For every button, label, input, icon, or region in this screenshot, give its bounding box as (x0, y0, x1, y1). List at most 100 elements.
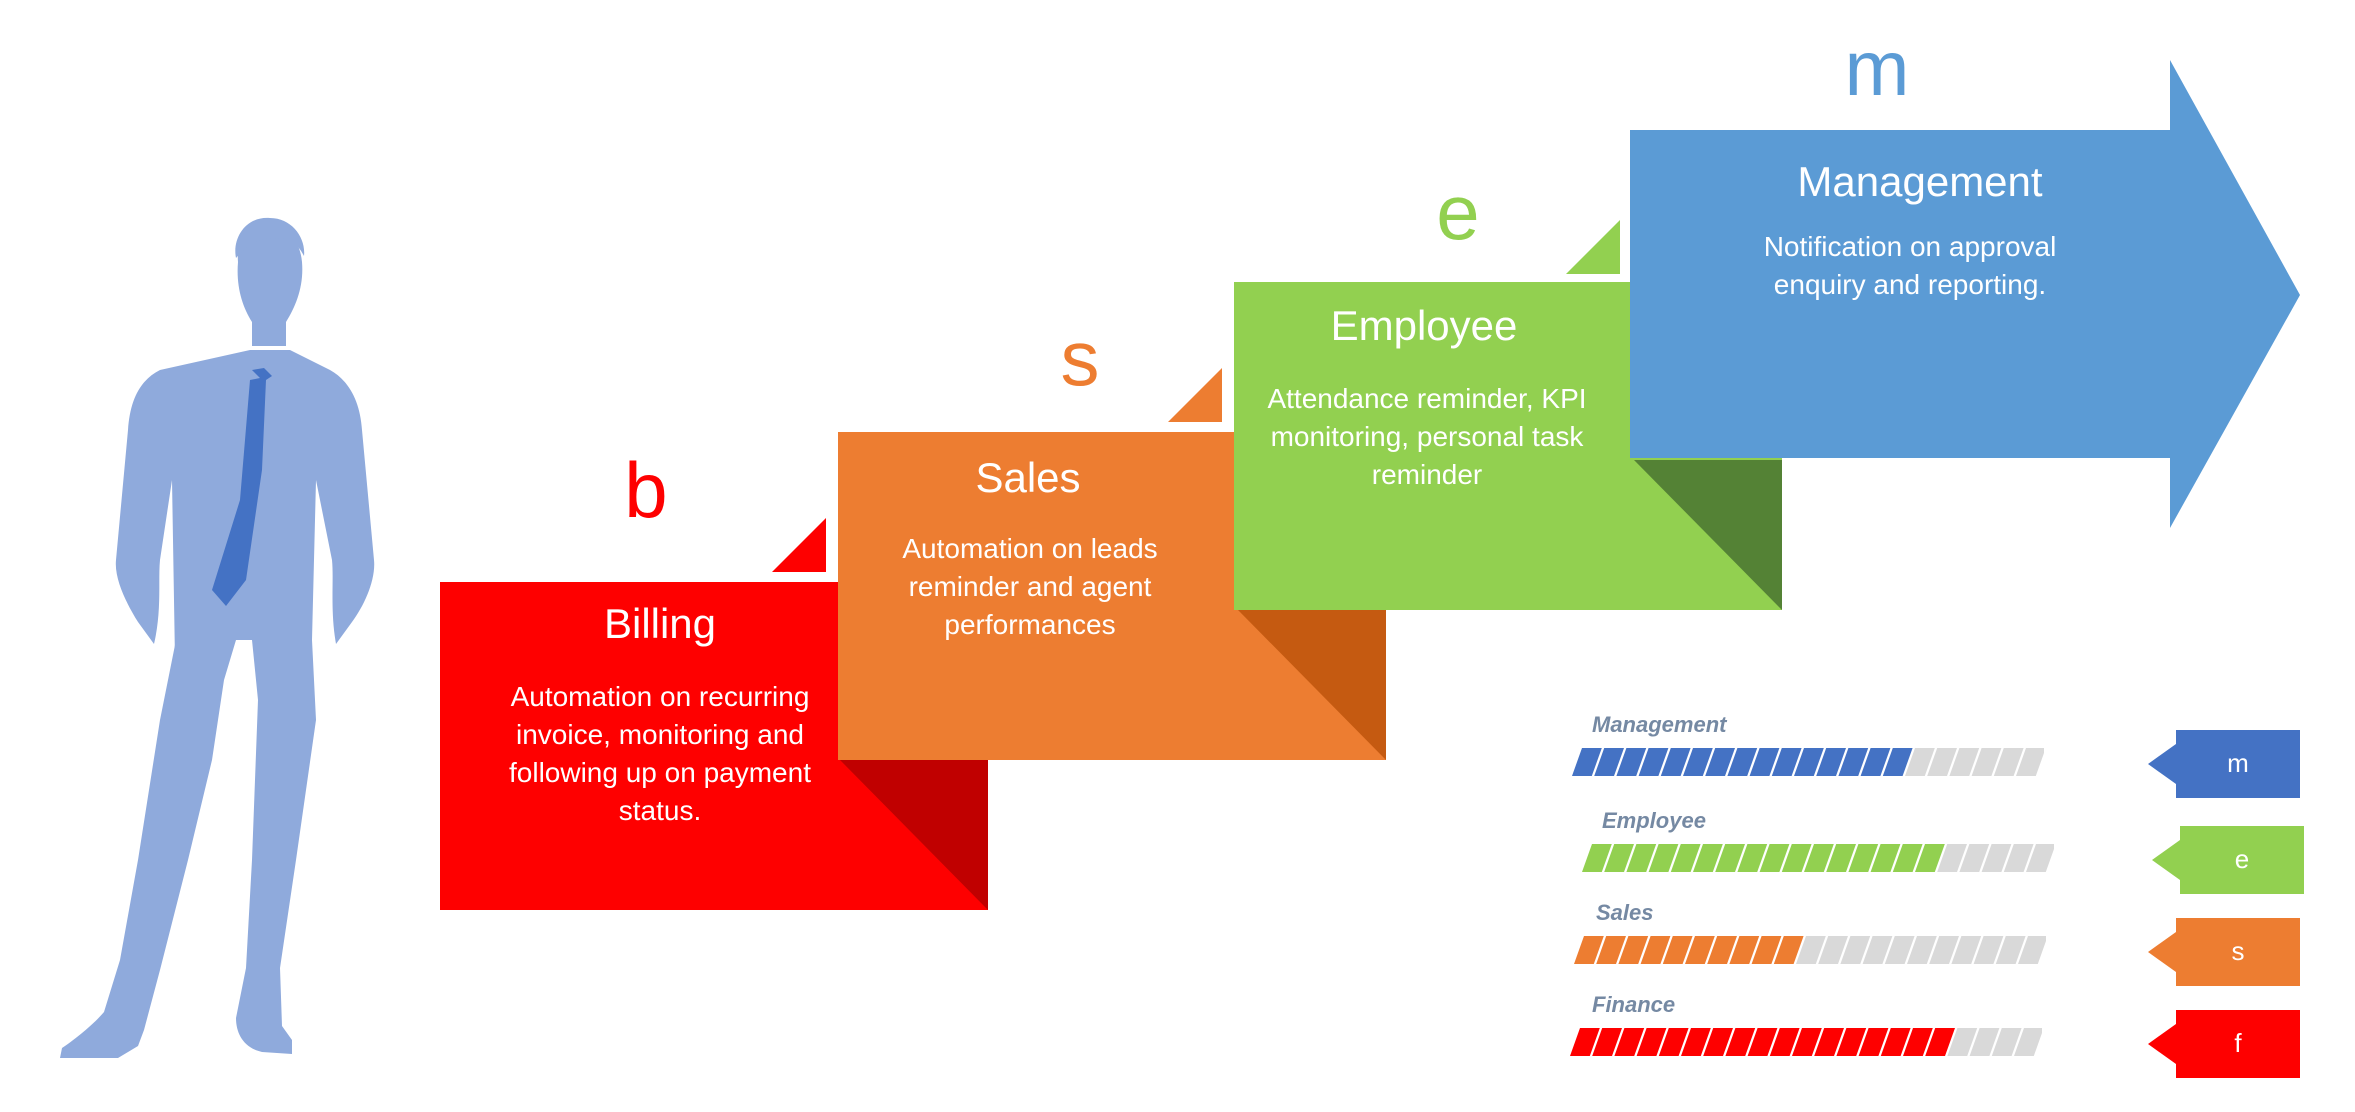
employee-bar-segment (1737, 844, 1768, 872)
employee-letter: e (1436, 168, 1480, 256)
employee-bar-segment (1915, 844, 1945, 872)
employee-bar-segment (1804, 844, 1834, 872)
sales-bar-label: Sales (1596, 900, 1654, 925)
management-bar-segment (1905, 748, 1935, 776)
finance-bar-segment (1747, 1028, 1778, 1056)
finance-bar-segment (1969, 1028, 2000, 1056)
employee-title: Employee (1330, 302, 1518, 349)
management-progress-bar (1572, 748, 2044, 776)
finance-bar-segment (1592, 1028, 1622, 1056)
sales-bar-segment (1640, 936, 1671, 964)
finance-bar-segment (1769, 1028, 1800, 1056)
management-bar-segment (1882, 748, 1913, 776)
sales-description: Automation on leads reminder and agent p… (902, 533, 1158, 640)
management-bar-segment (2016, 748, 2044, 776)
finance-tag (2148, 1010, 2300, 1078)
employee-bar-segment (1959, 844, 1990, 872)
sales-bar-segment (1685, 936, 1715, 964)
employee-bar-segment (1648, 844, 1679, 872)
employee-bar-segment (1670, 844, 1701, 872)
sales-bar-segment (1929, 936, 1959, 964)
sales-bar-segment (1818, 936, 1848, 964)
employee-tag-label: e (2234, 844, 2250, 874)
employee-bar-segment (1626, 844, 1657, 872)
sales-bar-segment (1729, 936, 1760, 964)
finance-bar-segment (1903, 1028, 1933, 1056)
sales-bar-segment (2018, 936, 2046, 964)
finance-bar-segment (1614, 1028, 1645, 1056)
sales-corner-flap (1168, 368, 1222, 422)
employee-fold-shadow (1634, 460, 1782, 610)
management-bar-segment (1727, 748, 1758, 776)
management-bar-segment (1949, 748, 1980, 776)
finance-bar-segment (1725, 1028, 1756, 1056)
management-bar-segment (1638, 748, 1669, 776)
sales-letter: s (1060, 314, 1100, 402)
sales-bar-segment (1596, 936, 1626, 964)
sales-bar-segment (1751, 936, 1782, 964)
management-letter: m (1844, 24, 1910, 112)
employee-bar-segment (1582, 844, 1612, 872)
management-bar-label: Management (1592, 712, 1727, 737)
management-bar-segment (1927, 748, 1957, 776)
finance-bar-segment (1836, 1028, 1867, 1056)
management-bar-segment (1794, 748, 1824, 776)
finance-bar-segment (1814, 1028, 1844, 1056)
management-bar-segment (1838, 748, 1869, 776)
sales-tag-label: s (2231, 936, 2245, 966)
employee-bar-label: Employee (1602, 808, 1706, 833)
finance-bar-segment (2014, 1028, 2042, 1056)
sales-bar-segment (1973, 936, 2004, 964)
management-title: Management (1797, 158, 2043, 205)
management-bar-segment (1616, 748, 1647, 776)
management-bar-segment (1683, 748, 1713, 776)
sales-bar-segment (1840, 936, 1871, 964)
sales-bar-segment (1707, 936, 1737, 964)
sales-bar-segment (1796, 936, 1826, 964)
businessman-silhouette-icon (60, 217, 375, 1058)
finance-progress-bar (1570, 1028, 2042, 1056)
employee-progress-bar (1582, 844, 2054, 872)
employee-bar-segment (2003, 844, 2034, 872)
sales-title: Sales (975, 454, 1081, 501)
billing-corner-flap (772, 518, 826, 572)
sales-bar-segment (1662, 936, 1693, 964)
employee-bar-segment (1781, 844, 1812, 872)
management-description: Notification on approval enquiry and rep… (1763, 231, 2057, 300)
management-arrow (1630, 60, 2300, 528)
sales-bar-segment (1862, 936, 1893, 964)
management-bar-segment (1594, 748, 1624, 776)
billing-title: Billing (603, 600, 717, 647)
employee-bar-segment (1892, 844, 1923, 872)
finance-tag-label: f (2234, 1028, 2242, 1058)
finance-bar-segment (1880, 1028, 1911, 1056)
finance-bar-segment (1570, 1028, 1600, 1056)
finance-bar-segment (1925, 1028, 1955, 1056)
sales-bar-segment (1951, 936, 1982, 964)
employee-bar-segment (1604, 844, 1634, 872)
billing-description: Automation on recurring invoice, monitor… (509, 681, 811, 826)
management-bar-segment (1749, 748, 1780, 776)
employee-bar-segment (1826, 844, 1856, 872)
sales-bar-segment (1574, 936, 1604, 964)
finance-bar-segment (1703, 1028, 1733, 1056)
sales-bar-segment (1884, 936, 1915, 964)
sales-bar-segment (1907, 936, 1937, 964)
management-tag-label: m (2227, 748, 2249, 778)
finance-bar-segment (1991, 1028, 2022, 1056)
employee-bar-segment (1759, 844, 1790, 872)
management-bar-segment (1971, 748, 2002, 776)
employee-corner-flap (1566, 220, 1620, 274)
management-tag (2148, 730, 2300, 798)
finance-bar-segment (1792, 1028, 1822, 1056)
finance-bar-label: Finance (1592, 992, 1676, 1017)
sales-tag (2148, 918, 2300, 986)
finance-bar-segment (1858, 1028, 1889, 1056)
employee-description: Attendance reminder, KPI monitoring, per… (1267, 383, 1587, 490)
management-bar-segment (1816, 748, 1846, 776)
management-bar-segment (1860, 748, 1891, 776)
employee-bar-segment (1981, 844, 2012, 872)
employee-bar-segment (1693, 844, 1723, 872)
